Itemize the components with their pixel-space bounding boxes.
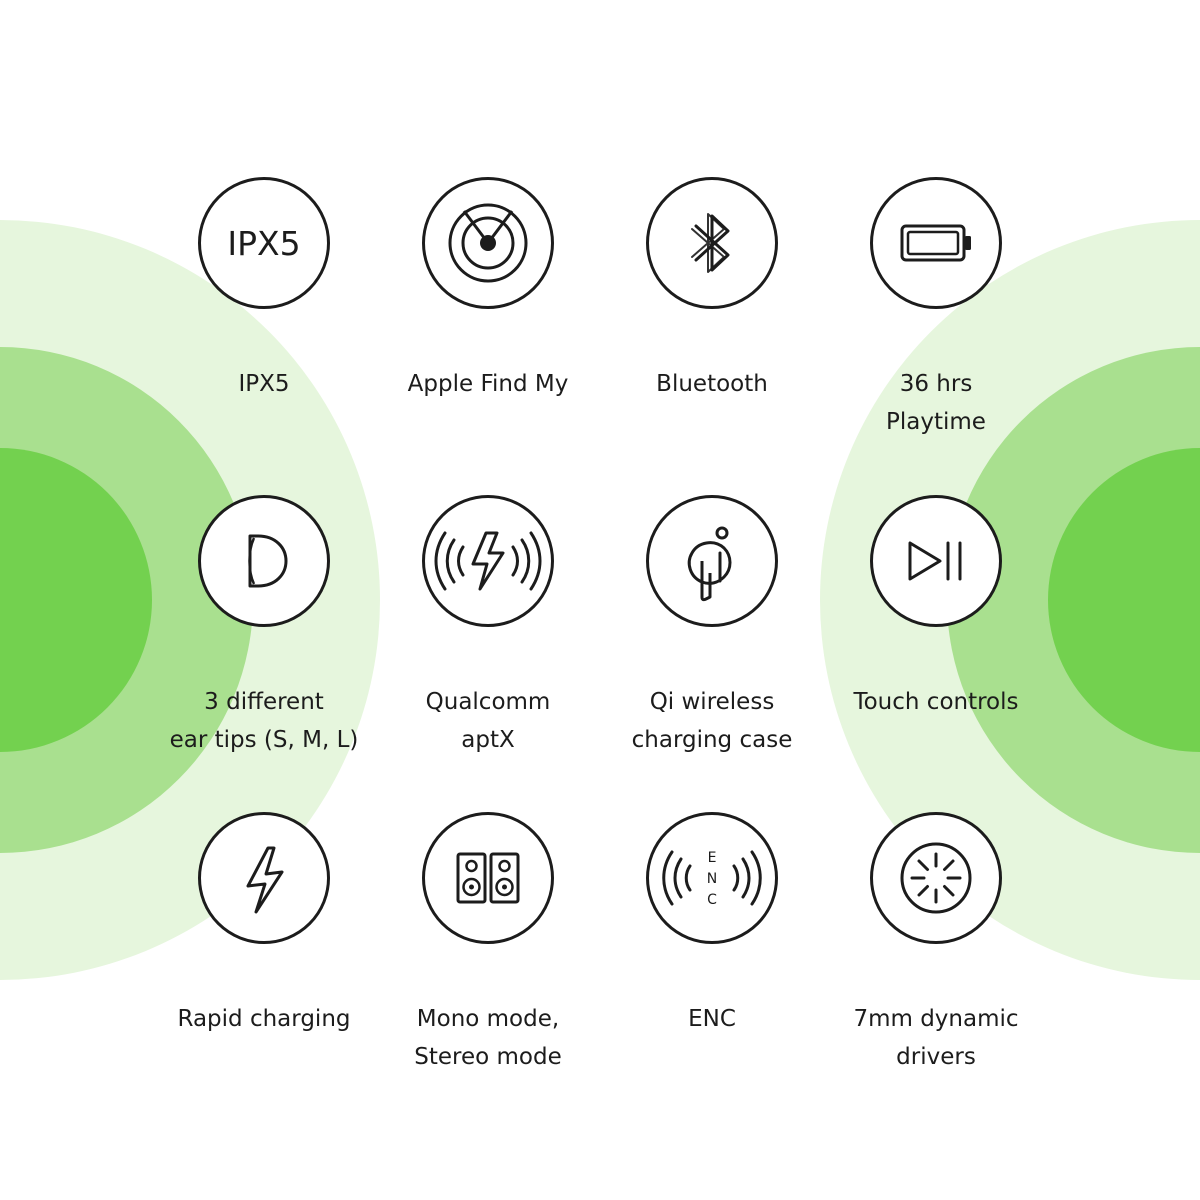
right-circle-inner [1048,448,1200,752]
aptx-icon-circle [422,495,554,627]
battery-icon [900,224,971,262]
battery-icon-circle [870,177,1002,309]
feature-label: Qualcomm aptX [425,689,551,753]
bluetooth-icon [691,213,730,273]
find-my-icon [448,203,528,283]
feature-playtime: 36 hrs Playtime [816,177,1056,441]
feature-label: IPX5 [238,371,290,397]
enc-letter-n: N [707,871,717,887]
ipx5-icon-circle: IPX5 [198,177,330,309]
feature-label: 36 hrs Playtime [886,371,986,435]
find-my-icon-circle [422,177,554,309]
feature-mono-stereo: Mono mode, Stereo mode [368,812,608,1076]
feature-label: Apple Find My [407,371,569,397]
enc-letter-c: C [707,892,717,908]
feature-qi-wireless: Qi wireless charging case [592,495,832,759]
enc-letter-e: E [708,850,717,866]
play-pause-icon-circle [870,495,1002,627]
feature-enc: E N C ENC [592,812,832,1038]
feature-ipx5: IPX5 IPX5 [144,177,384,403]
bluetooth-icon-circle [646,177,778,309]
feature-touch-controls: Touch controls [816,495,1056,721]
aptx-wireless-bolt-icon [434,531,542,591]
ear-tip-icon-circle [198,495,330,627]
feature-apple-find-my: Apple Find My [368,177,608,403]
feature-bluetooth: Bluetooth [592,177,832,403]
lightning-icon [246,846,284,914]
qi-icon-circle [646,495,778,627]
enc-icon-circle: E N C [646,812,778,944]
feature-label: Rapid charging [177,1006,351,1032]
speakers-icon-circle [422,812,554,944]
left-circles [0,220,380,980]
enc-icon: E N C [662,850,762,908]
feature-ear-tips: 3 different ear tips (S, M, L) [144,495,384,759]
feature-label: 3 different ear tips (S, M, L) [169,689,359,753]
qi-icon [687,526,732,602]
driver-icon-circle [870,812,1002,944]
feature-label: Bluetooth [656,371,768,397]
right-circles [820,220,1200,980]
play-pause-icon [908,541,962,581]
left-circle-inner [0,448,152,752]
ipx5-text-icon: IPX5 [227,223,301,263]
ear-tip-icon [248,534,288,588]
feature-aptx: Qualcomm aptX [368,495,608,759]
feature-label: Touch controls [853,689,1019,715]
feature-dynamic-drivers: 7mm dynamic drivers [816,812,1056,1076]
feature-rapid-charging: Rapid charging [144,812,384,1038]
driver-icon [900,842,972,914]
feature-label: Mono mode, Stereo mode [414,1006,562,1070]
speakers-icon [456,852,520,904]
feature-label: 7mm dynamic drivers [853,1006,1019,1070]
feature-label: Qi wireless charging case [631,689,793,753]
feature-label: ENC [688,1006,736,1032]
lightning-icon-circle [198,812,330,944]
